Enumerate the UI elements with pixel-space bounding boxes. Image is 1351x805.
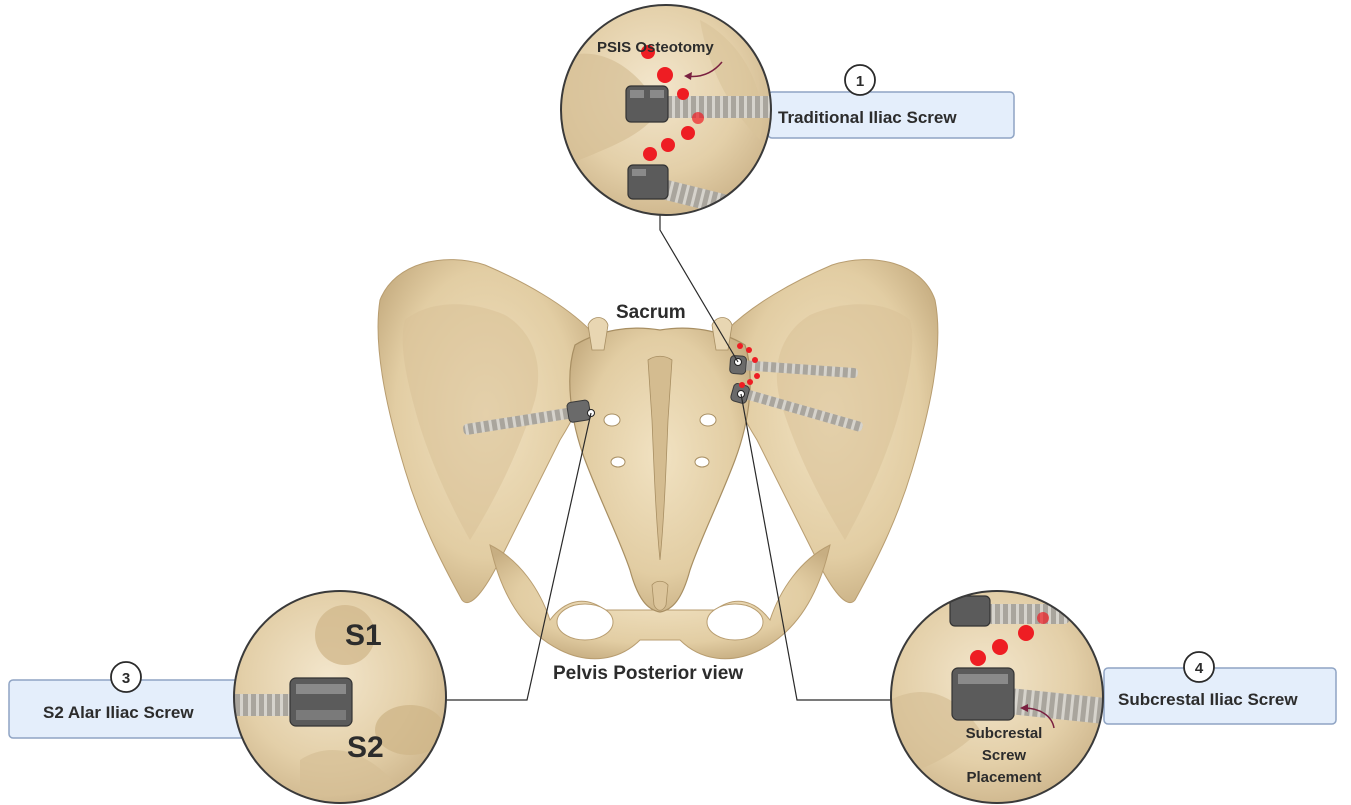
psis-marker — [737, 343, 743, 349]
psis-marker — [752, 357, 758, 363]
psis-marker — [692, 112, 704, 124]
psis-marker — [739, 382, 745, 388]
callout-number-3: 3 — [122, 670, 130, 687]
psis-marker — [681, 126, 695, 140]
left-obturator — [557, 604, 613, 640]
psis-marker — [661, 138, 675, 152]
psis-marker — [747, 379, 753, 385]
zoom-view-1 — [556, 0, 780, 226]
callout-label-3: S2 Alar Iliac Screw — [43, 703, 194, 722]
s1-label: S1 — [345, 619, 382, 652]
s2-label: S2 — [347, 731, 384, 764]
subcrestal-placement-label-line1: Subcrestal — [966, 725, 1043, 742]
coccyx — [652, 581, 668, 610]
callout-number-4: 4 — [1195, 660, 1204, 677]
psis-marker — [677, 88, 689, 100]
subcrestal-placement-label-line2: Screw — [982, 747, 1027, 764]
pelvis-view-label: Pelvis Posterior view — [553, 663, 743, 684]
foramen-l2 — [611, 457, 625, 467]
psis-marker — [754, 373, 760, 379]
psis-marker — [643, 147, 657, 161]
psis-osteotomy-label: PSIS Osteotomy — [597, 39, 714, 56]
sacrum-label: Sacrum — [616, 302, 686, 323]
psis-marker — [746, 347, 752, 353]
right-obturator — [707, 604, 763, 640]
foramen-l1 — [604, 414, 620, 426]
foramen-r1 — [700, 414, 716, 426]
psis-marker — [992, 639, 1008, 655]
psis-marker — [1037, 612, 1049, 624]
callout-number-1: 1 — [856, 73, 864, 90]
subcrestal-placement-label-line3: Placement — [966, 769, 1041, 786]
callout-traditional-iliac-screw: Traditional Iliac Screw 1 — [556, 0, 1014, 226]
callout-s2-alar-iliac-screw: S2 Alar Iliac Screw 3 S1 S2 — [9, 590, 450, 805]
psis-marker — [970, 650, 986, 666]
psis-marker — [1018, 625, 1034, 641]
psis-marker — [657, 67, 673, 83]
left-facet — [588, 318, 608, 351]
callout-label-1: Traditional Iliac Screw — [778, 108, 957, 127]
zoom-view-3 — [230, 590, 450, 805]
callout-label-4: Subcrestal Iliac Screw — [1118, 690, 1298, 709]
foramen-r2 — [695, 457, 709, 467]
callout-subcrestal-iliac-screw: Subcrestal Iliac Screw 4 Subcrestal Scre… — [885, 590, 1336, 805]
